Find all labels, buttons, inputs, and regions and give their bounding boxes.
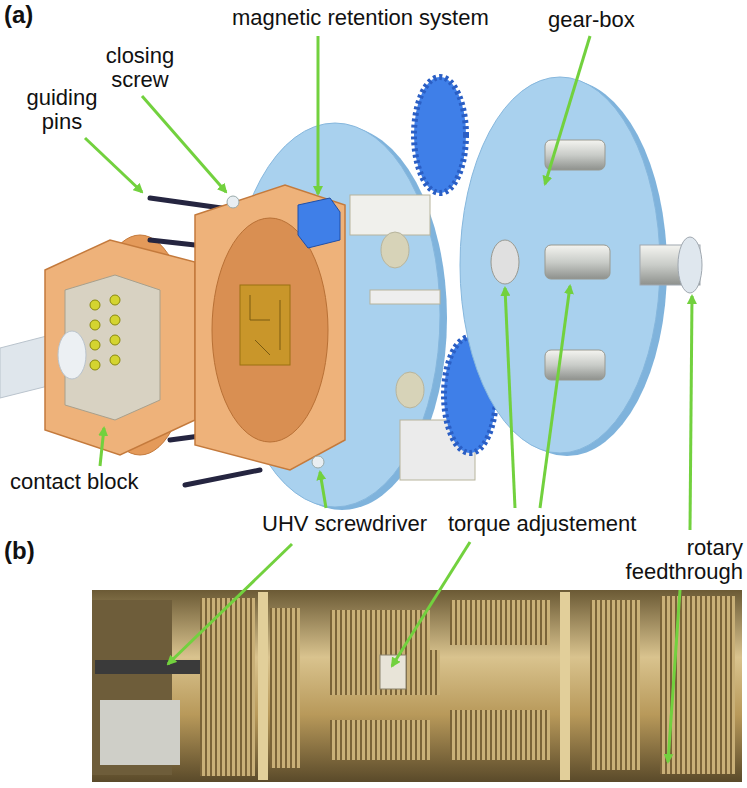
part-label: closing screw: [92, 44, 188, 92]
leader-arrow: [320, 472, 326, 508]
leader-arrow: [668, 590, 680, 762]
cable-end: [58, 331, 86, 379]
part-label: UHV screwdriver: [262, 512, 452, 536]
part-label: torque adjustement: [448, 512, 678, 536]
part-label: contact block: [10, 470, 190, 494]
photo-spring: [450, 600, 550, 645]
leader-arrow: [540, 286, 570, 508]
leader-arrow: [505, 288, 515, 508]
leader-arrow: [545, 36, 590, 184]
leader-arrow: [317, 36, 320, 194]
photo-block: [100, 700, 180, 765]
leader-arrow: [690, 296, 692, 530]
photo: [92, 590, 742, 782]
photo-gear: [660, 596, 735, 774]
photo-plate: [258, 592, 268, 780]
contact-pins: [90, 295, 120, 370]
leader-arrow: [168, 544, 292, 664]
leader-arrow: [100, 428, 104, 466]
part-label: rotary feedthrough: [613, 536, 743, 584]
screwdriver-rod: [95, 660, 205, 674]
photo-gear: [590, 600, 640, 770]
photo-plate: [560, 592, 570, 780]
screwdriver-tip: [312, 456, 324, 468]
chip-traces: [250, 295, 280, 355]
photo-nut: [380, 655, 406, 689]
leader-arrow: [142, 96, 226, 192]
part-label: gear-box: [548, 8, 668, 32]
closing-screw: [227, 196, 239, 208]
part-label: guiding pins: [16, 86, 108, 134]
photo-spring: [330, 650, 440, 695]
panel-letter: (b): [4, 538, 64, 564]
photo-spring: [450, 710, 550, 760]
leader-arrow: [85, 138, 142, 192]
panel-letter: (a): [4, 2, 64, 28]
sample-holder: [195, 185, 345, 470]
holder-recess: [212, 218, 328, 442]
photo-gear: [270, 608, 300, 768]
leader-arrow: [392, 542, 470, 666]
photo-spring: [330, 720, 430, 760]
feedthrough-collar: [678, 237, 702, 293]
sample-chip: [240, 285, 290, 365]
contact-block-plate: [45, 240, 195, 455]
magnetic-retention: [298, 198, 340, 248]
part-label: magnetic retention system: [232, 6, 552, 30]
